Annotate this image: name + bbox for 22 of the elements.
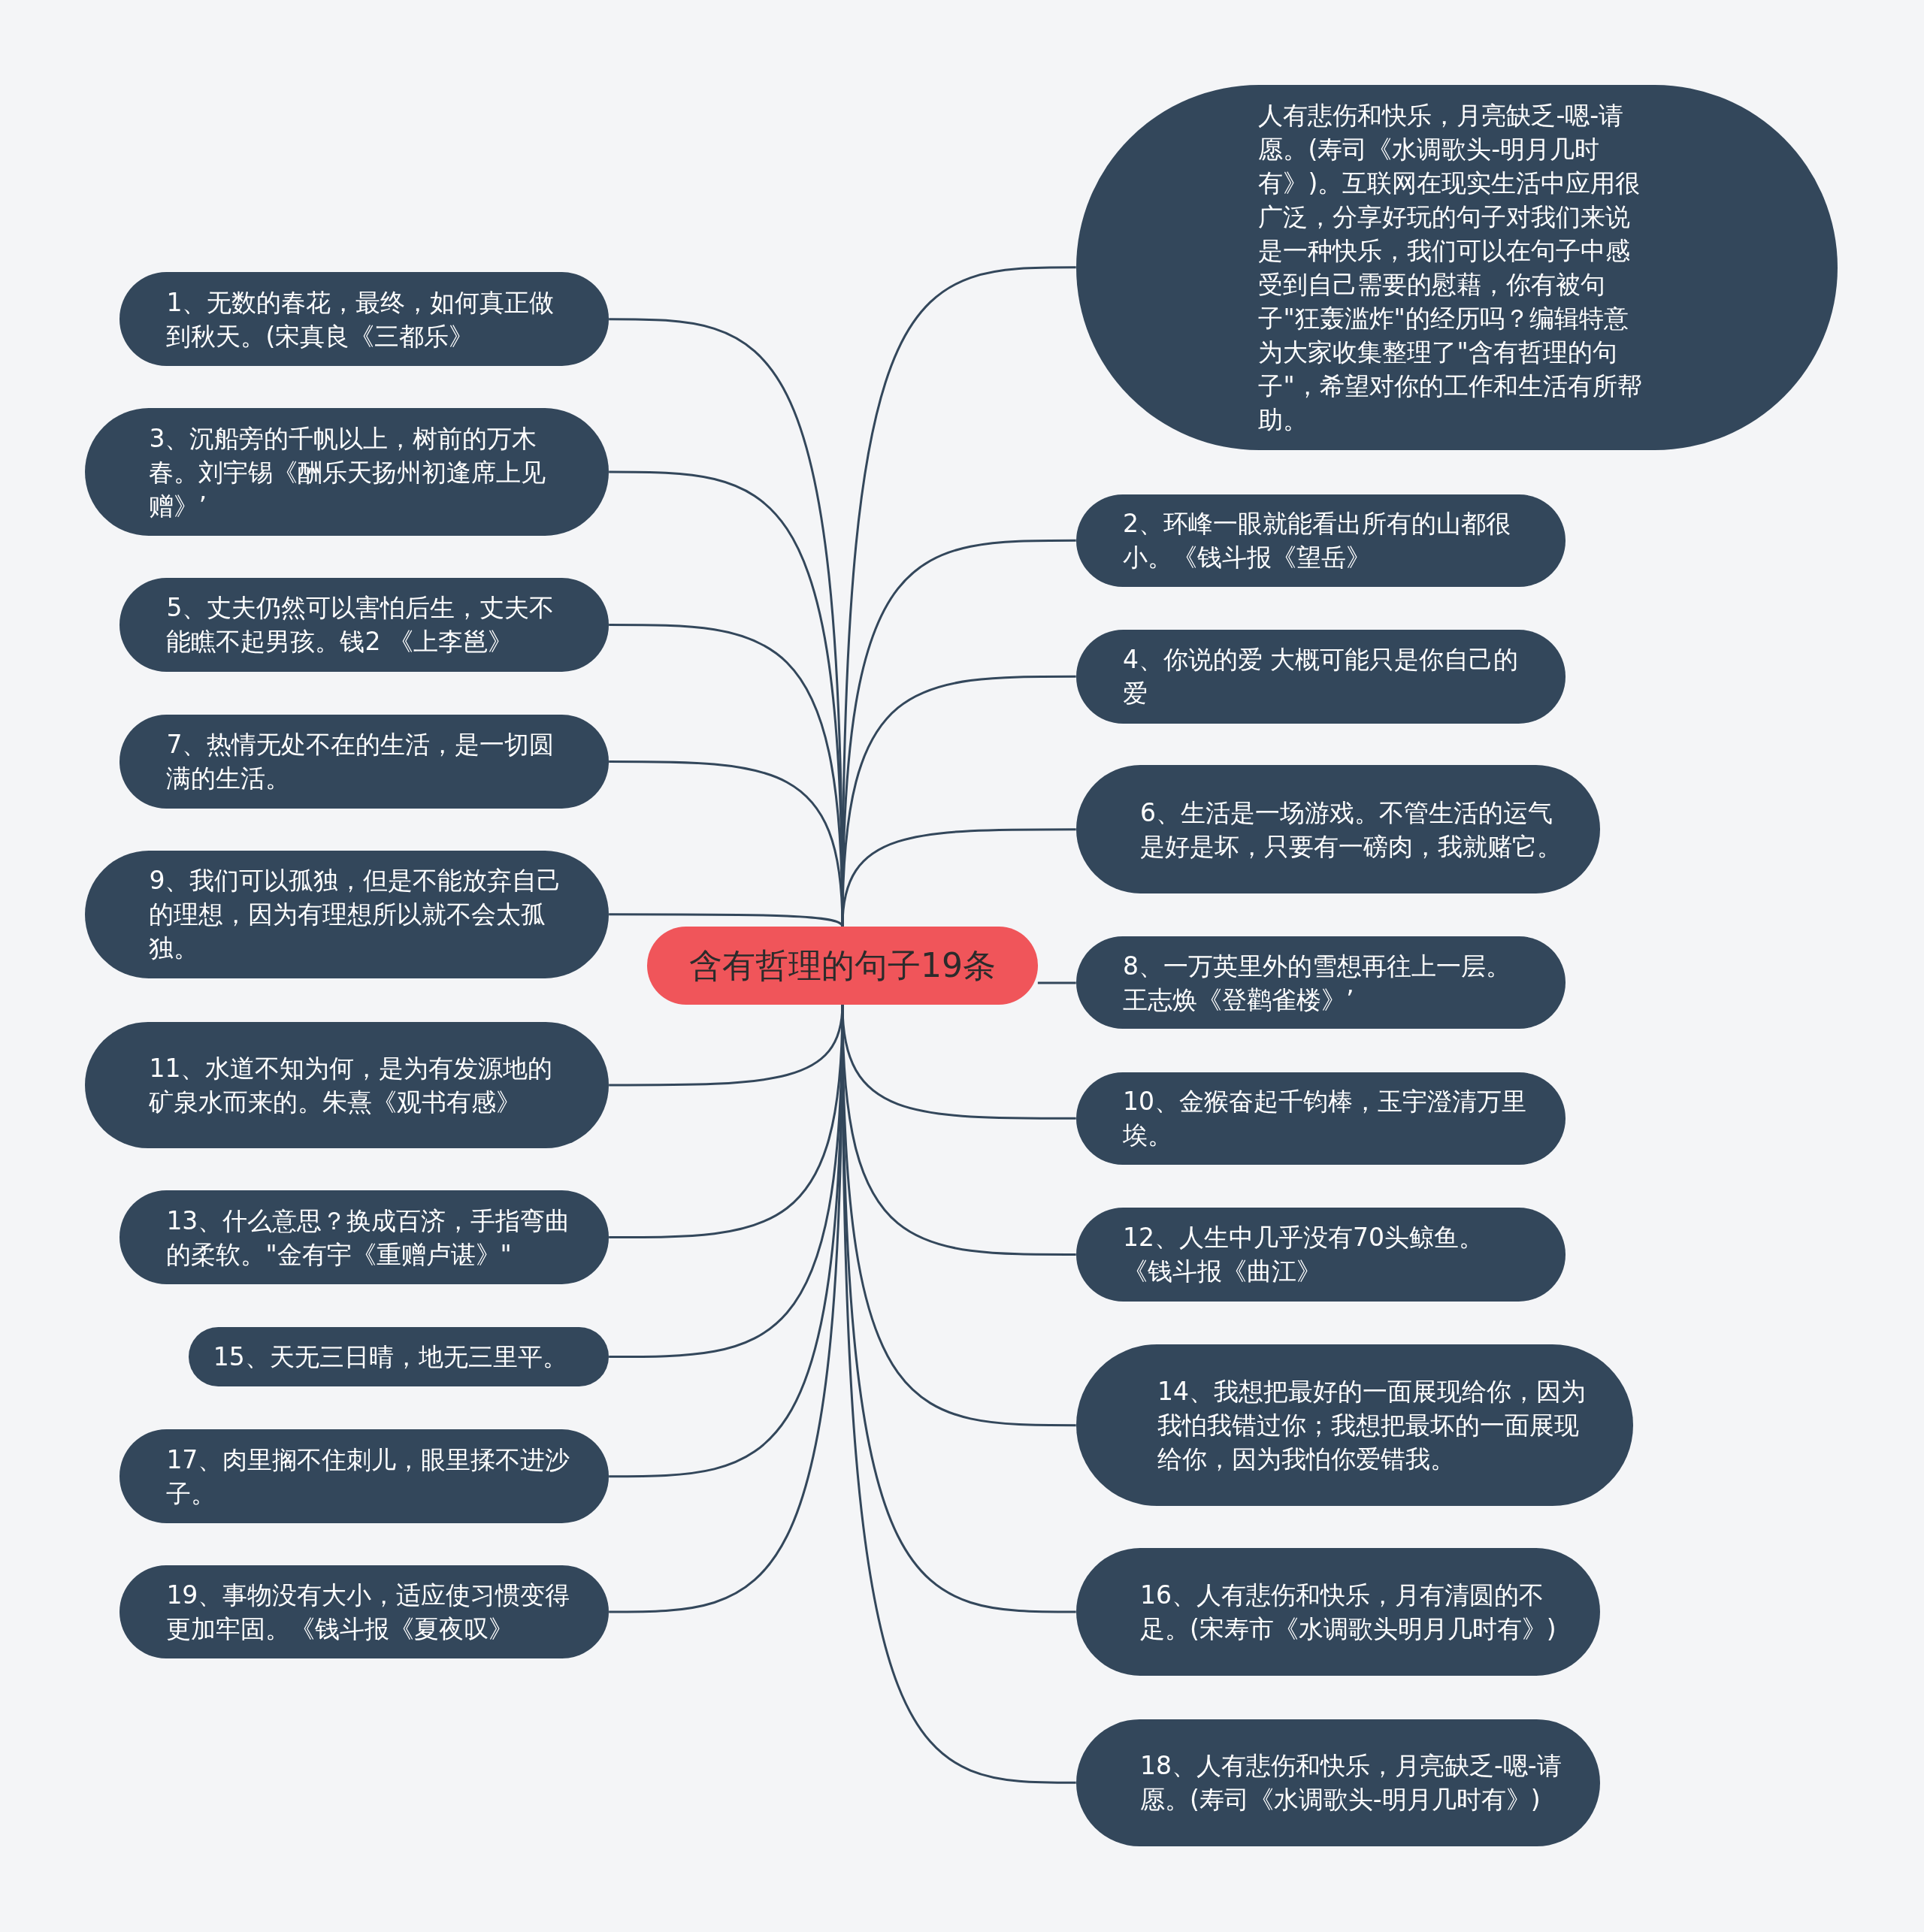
topic-box: 17、肉里搁不住刺儿，眼里揉不进沙子。	[119, 1429, 610, 1523]
topic-box: 13、什么意思？换成百济，手指弯曲的柔软。"金有宇《重赠卢谌》"	[119, 1190, 610, 1284]
topic-box: 人有悲伤和快乐，月亮缺乏-嗯-请愿。(寿司《水调歌头-明月几时有》)。互联网在现实生活中应用很广泛，分享好玩的句子对我们来说是一种快乐，我们可以在句子中感受到自己需要的慰藉，你有被句子"狂轰滥炸"的经历吗？编辑特意为大家收集整理了"含有哲理的句子"，希望对你的工作和生活有所帮助。	[1075, 85, 1838, 450]
topic-box: 15、天无三日晴，地无三里平。	[188, 1327, 610, 1386]
topic-box: 10、金猴奋起千钧棒，玉宇澄清万里埃。	[1075, 1072, 1566, 1165]
topic-box: 16、人有悲伤和快乐，月有清圆的不足。(宋寿市《水调歌头明月几时有》)	[1075, 1547, 1600, 1677]
topic-box: 19、事物没有大小，适应使习惯变得更加牢固。《钱斗报《夏夜叹》	[119, 1565, 610, 1659]
topic-box: 9、我们可以孤独，但是不能放弃自己的理想，因为有理想所以就不会太孤独。	[85, 850, 610, 979]
topic-box: 2、环峰一眼就能看出所有的山都很小。《钱斗报《望岳》	[1075, 494, 1566, 587]
topic-box: 18、人有悲伤和快乐，月亮缺乏-嗯-请愿。(寿司《水调歌头-明月几时有》)	[1075, 1719, 1600, 1846]
connector-line	[1037, 981, 1076, 984]
topic-box: 1、无数的春花，最终，如何真正做到秋天。(宋真良《三都乐》	[119, 272, 610, 367]
topic-box: 6、生活是一场游戏。不管生活的运气是好是坏，只要有一磅肉，我就赌它。	[1075, 765, 1600, 893]
topic-box: 5、丈夫仍然可以害怕后生，丈夫不能瞧不起男孩。钱2 《上李邕》	[119, 578, 610, 672]
topic-box: 3、沉船旁的千帆以上，树前的万木春。刘宇锡《酬乐天扬州初逢席上见赠》’	[85, 407, 610, 537]
central-topic-box: 含有哲理的句子19条	[647, 927, 1038, 1005]
topic-box: 7、热情无处不在的生活，是一切圆满的生活。	[119, 715, 610, 809]
topic-box: 14、我想把最好的一面展现给你，因为我怕我错过你；我想把最坏的一面展现给你，因为我怕你爱错我。	[1075, 1344, 1633, 1507]
topic-box: 11、水道不知为何，是为有发源地的矿泉水而来的。朱熹《观书有感》	[85, 1021, 610, 1149]
topic-box: 4、你说的爱 大概可能只是你自己的爱	[1075, 630, 1566, 724]
topic-box: 8、一万英里外的雪想再往上一层。王志焕《登鹳雀楼》’	[1075, 936, 1566, 1029]
topic-box: 12、人生中几乎没有70头鲸鱼。《钱斗报《曲江》	[1075, 1208, 1566, 1302]
